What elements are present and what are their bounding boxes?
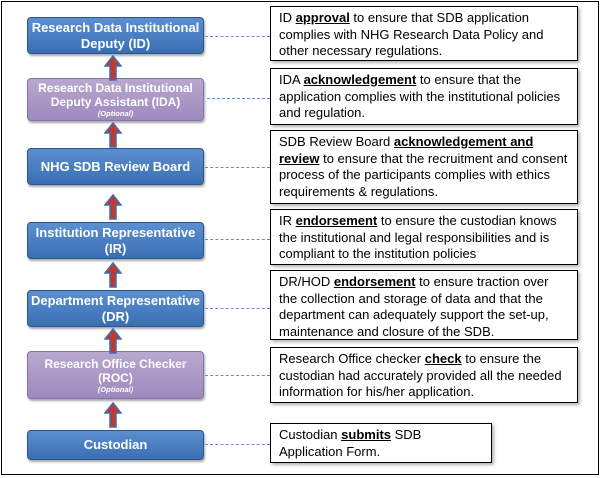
description-lead: SDB Review Board	[279, 134, 394, 149]
connector-line	[207, 98, 270, 99]
description-rest: to ensure traction over the collection a…	[279, 274, 549, 339]
description-box-dr: DR/HOD endorsement to ensure traction ov…	[270, 270, 578, 340]
role-title: NHG SDB Review Board	[40, 158, 191, 174]
arrow-up-icon	[104, 402, 122, 428]
description-keyword: endorsement	[295, 213, 378, 228]
description-rest: to ensure the custodian had accurately p…	[279, 351, 562, 399]
role-title: Research Office Checker (ROC)	[44, 356, 187, 385]
role-title: Custodian	[83, 437, 148, 452]
connector-line	[205, 36, 270, 37]
role-title: Institution Representative (IR)	[35, 224, 196, 256]
role-title: Research Data Institutional Deputy Assis…	[38, 81, 193, 109]
description-rest: SDB Application Form.	[279, 427, 422, 459]
description-rest: to ensure that the application complies …	[279, 72, 561, 120]
connector-line	[205, 444, 270, 445]
description-rest: to ensure the custodian knows the instit…	[279, 213, 557, 261]
connector-line	[205, 375, 270, 376]
description-box-roc: Research Office checker check to ensure …	[270, 347, 578, 403]
arrow-up-icon	[104, 328, 122, 354]
description-keyword: acknowledgement and review	[279, 134, 534, 166]
description-keyword: endorsement	[333, 274, 416, 289]
role-box-custodian: Custodian	[27, 430, 204, 460]
description-box-sdb: SDB Review Board acknowledgement and rev…	[270, 130, 578, 204]
optional-label: (Optional)	[97, 384, 134, 394]
role-box-ir: Institution Representative (IR)	[27, 222, 204, 259]
description-lead: Custodian	[279, 427, 342, 442]
description-keyword: approval	[295, 10, 350, 25]
description-rest: to ensure that the recruitment and conse…	[279, 150, 568, 199]
connector-line	[205, 167, 270, 168]
role-box-id: Research Data Institutional Deputy (ID)	[27, 17, 204, 54]
description-rest: to ensure that SDB application complies …	[279, 10, 544, 58]
role-title: Research Data Institutional Deputy (ID)	[31, 19, 200, 51]
arrow-up-icon	[104, 122, 122, 148]
description-lead: IR	[279, 213, 296, 228]
description-box-id: ID approval to ensure that SDB applicati…	[270, 6, 578, 61]
description-box-ir: IR endorsement to ensure the custodian k…	[270, 209, 578, 265]
role-title: Department Representative (DR)	[30, 292, 201, 324]
role-box-roc: Research Office Checker (ROC) (Optional)	[27, 351, 204, 399]
optional-label: (Optional)	[97, 109, 134, 118]
connector-line	[205, 239, 270, 240]
arrow-up-icon	[104, 55, 122, 81]
connector-line	[205, 308, 270, 309]
description-lead: ID	[279, 10, 296, 25]
description-box-ida: IDA acknowledgement to ensure that the a…	[270, 68, 578, 125]
role-box-dr: Department Representative (DR)	[27, 290, 204, 327]
arrow-up-icon	[104, 262, 122, 288]
description-lead: IDA	[279, 72, 304, 87]
description-keyword: check	[424, 351, 462, 366]
arrow-up-icon	[104, 194, 122, 220]
description-keyword: acknowledgement	[303, 72, 417, 87]
description-box-custodian: Custodian submits SDB Application Form.	[270, 423, 492, 463]
role-box-ida: Research Data Institutional Deputy Assis…	[27, 78, 204, 121]
description-lead: Research Office checker	[279, 351, 425, 366]
description-keyword: submits	[341, 427, 391, 442]
role-box-sdb: NHG SDB Review Board	[27, 148, 204, 185]
description-lead: DR/HOD	[279, 274, 334, 289]
